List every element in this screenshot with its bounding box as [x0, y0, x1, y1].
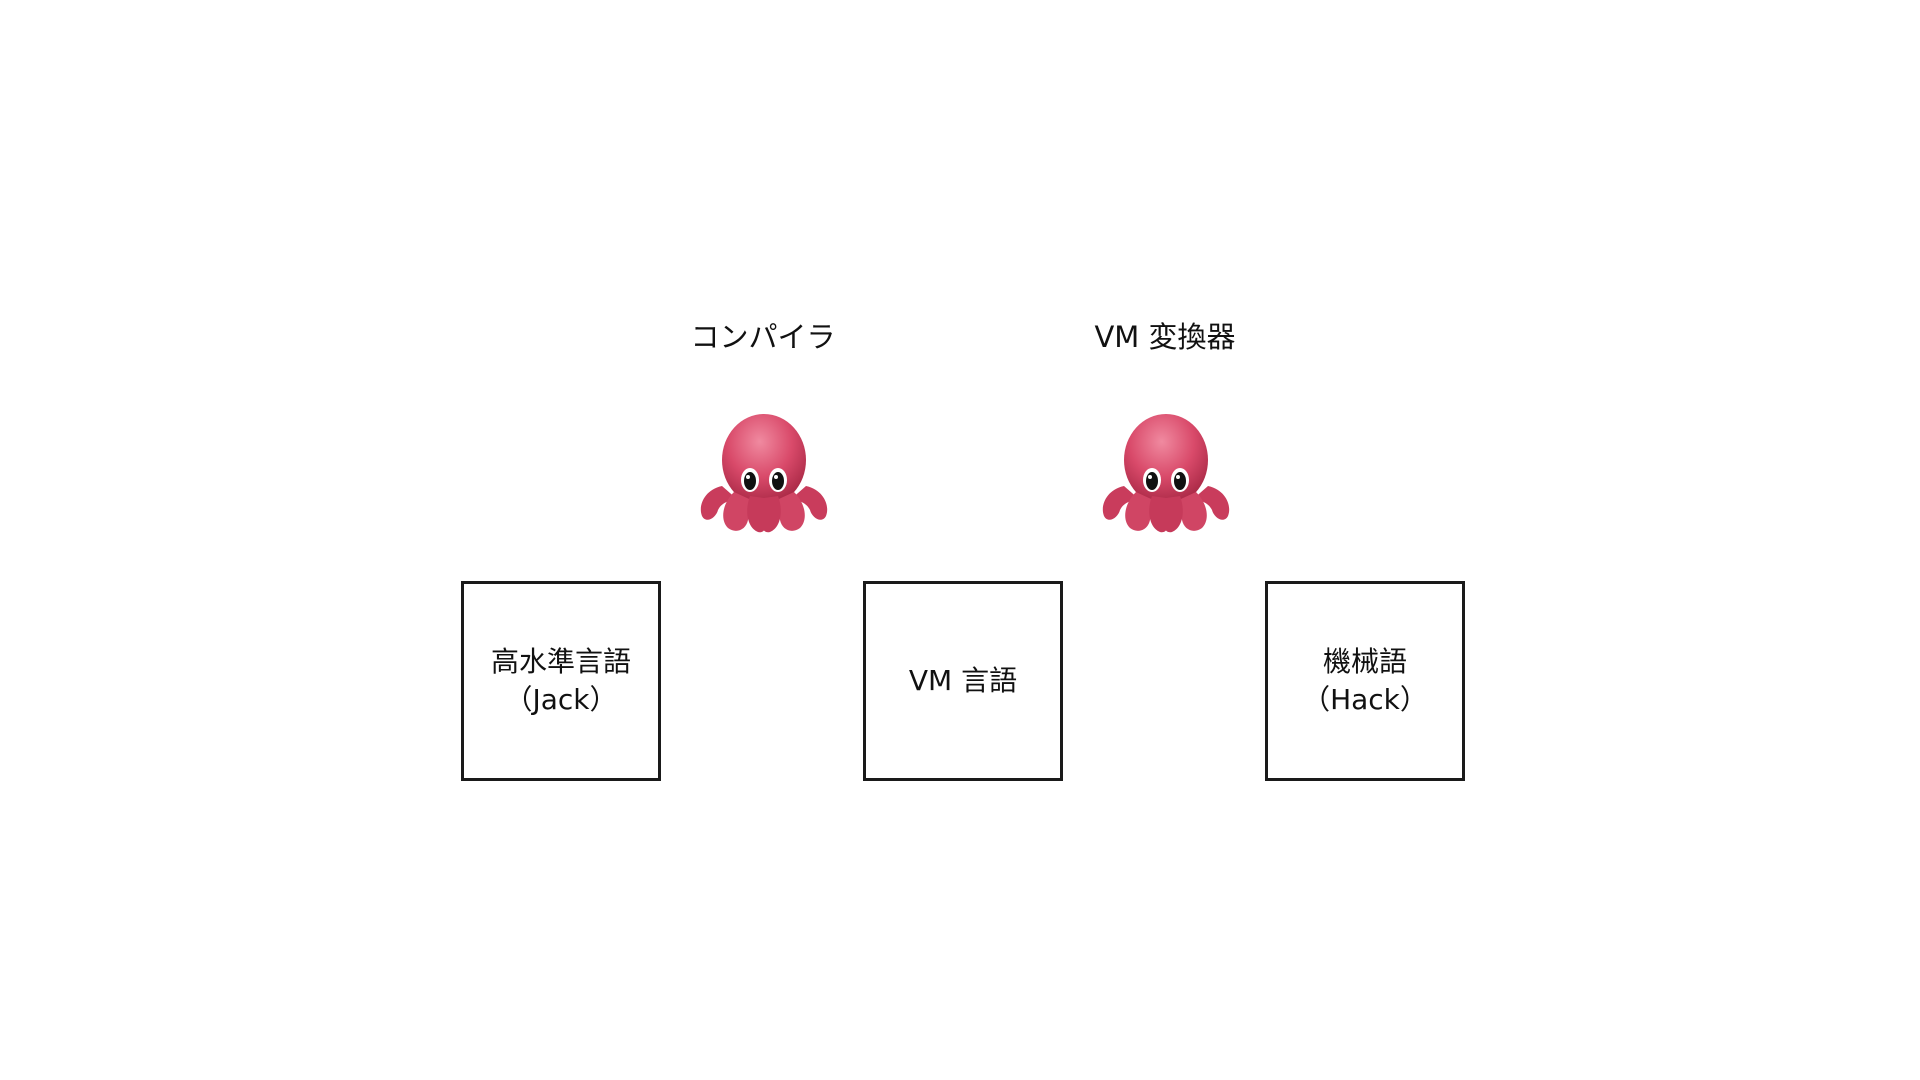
machine-language-subtitle: （Hack） — [1302, 683, 1428, 716]
octopus-icon — [1102, 414, 1230, 533]
high-level-language-subtitle: （Jack） — [504, 683, 618, 716]
high-level-language-box: 高水準言語 （Jack） — [461, 581, 661, 781]
vm-translator-label: VM 変換器 — [1094, 320, 1236, 354]
machine-language-title: 機械語 — [1322, 645, 1407, 678]
vm-language-box: VM 言語 — [863, 581, 1063, 781]
compiler-label: コンパイラ — [690, 320, 836, 354]
vm-language-title: VM 言語 — [908, 664, 1018, 697]
high-level-language-title: 高水準言語 — [490, 645, 631, 678]
machine-language-box: 機械語 （Hack） — [1265, 581, 1465, 781]
octopus-icon — [700, 414, 828, 533]
